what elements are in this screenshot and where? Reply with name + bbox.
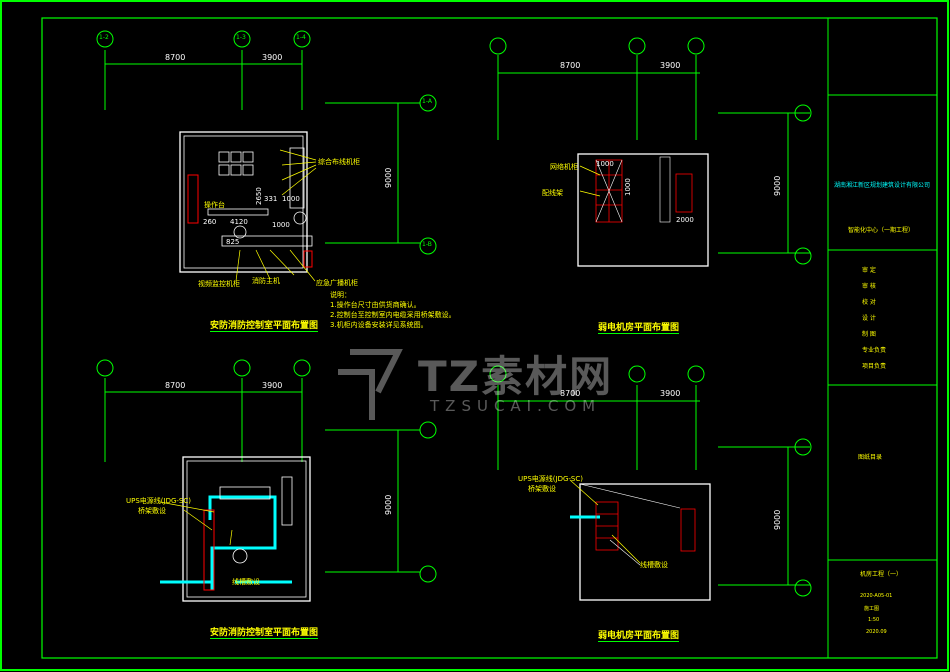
dim-tl-7: 1000 xyxy=(272,221,290,229)
title-top-left: 安防消防控制室平面布置图 xyxy=(210,318,319,332)
title-bottom-right: 弱电机房平面布置图 xyxy=(598,628,680,642)
dim-8700-tr: 8700 xyxy=(560,61,581,70)
dim-3900-tl: 3900 xyxy=(262,53,283,62)
notes-heading: 说明： xyxy=(330,291,351,299)
title-block-mark: 图纸目录 xyxy=(858,454,883,461)
title-block-row: 审 定 xyxy=(862,267,876,274)
title-bottom-left: 安防消防控制室平面布置图 xyxy=(210,625,319,639)
leader-lines-tr xyxy=(579,165,601,197)
dim-tl-4: 331 xyxy=(264,195,278,203)
title-block-date: 2020.09 xyxy=(866,629,887,635)
callout-tl-a: 综合布线机柜 xyxy=(318,158,360,166)
rack-grid-tr xyxy=(595,159,693,223)
title-block-row: 审 核 xyxy=(862,283,876,290)
dim-tr-3: 2000 xyxy=(676,216,694,224)
red-tray-bl xyxy=(203,509,215,591)
callout-br-a: UPS电源线(JDG-SC) xyxy=(518,475,583,483)
dim-9000-br: 9000 xyxy=(773,509,782,530)
dim-tl-3: 2650 xyxy=(255,187,263,205)
note-line: 1.操作台尺寸由供货商确认。 xyxy=(330,301,421,309)
title-block-row: 项目负责 xyxy=(862,363,887,370)
plan-top-right xyxy=(489,37,812,265)
title-block-row: 制 图 xyxy=(862,331,876,338)
dim-8700-bl: 8700 xyxy=(165,381,186,390)
dim-8700-br: 8700 xyxy=(560,389,581,398)
title-block-rows: 审 定 审 核 校 对 设 计 制 图 专业负责 项目负责 xyxy=(862,265,886,377)
callout-tl-c: 消防主机 xyxy=(252,277,280,285)
callout-tr-b: 配线架 xyxy=(542,189,563,197)
axis-bubble-label: 1-A xyxy=(422,98,432,105)
callout-bl-c: 线槽敷设 xyxy=(232,578,260,586)
callout-tl-d: 应急广播机柜 xyxy=(316,279,358,287)
title-block-company: 湖南湘江新区规划建筑设计有限公司 xyxy=(834,182,931,189)
room-bottom-left xyxy=(182,456,311,602)
dim-9000-tr: 9000 xyxy=(773,175,782,196)
dim-9000-tl: 9000 xyxy=(384,167,393,188)
watermark-brand: TZ素材网 xyxy=(418,352,614,401)
cable-tray-bl xyxy=(160,495,292,590)
title-block-row: 专业负责 xyxy=(862,347,887,354)
room-top-left xyxy=(179,131,308,273)
note-line: 3.机柜内设备安装详见系统图。 xyxy=(330,321,428,329)
callout-tl-b: 视频监控机柜 xyxy=(198,280,240,288)
axis-bubble-label: 1-2 xyxy=(99,34,109,41)
room-top-right xyxy=(577,153,709,267)
dim-tr-1: 1000 xyxy=(596,160,614,168)
title-block-sheet-name: 机房工程（一） xyxy=(860,571,903,578)
callout-bl-a: UPS电源线(JDG-SC) xyxy=(126,497,191,505)
equipment-top-left xyxy=(207,147,313,247)
callout-tl-e: 操作台 xyxy=(204,201,225,209)
callout-tr-a: 网络机柜 xyxy=(550,163,578,171)
watermark-logo xyxy=(338,349,403,420)
title-block-project: 智能化中心（一期工程） xyxy=(848,227,915,234)
title-block-scale: 1:50 xyxy=(868,617,880,623)
dim-tl-6: 825 xyxy=(226,238,240,246)
title-block-row: 设 计 xyxy=(862,315,876,322)
plan-bottom-right xyxy=(489,365,812,597)
note-line: 2.控制台至控制室内电缆采用桥架敷设。 xyxy=(330,311,456,319)
room-bottom-right xyxy=(579,483,711,601)
title-block-drawing-no: 2020-A05-01 xyxy=(860,593,893,599)
callout-br-c: 线槽敷设 xyxy=(640,561,668,569)
axis-bubble-label: 1-4 xyxy=(296,34,306,41)
dim-3900-br: 3900 xyxy=(660,389,681,398)
watermark-url: TZSUCAI.COM xyxy=(430,397,602,415)
dim-tl-1: 4120 xyxy=(230,218,248,226)
red-cabinet-tl xyxy=(187,174,199,224)
title-top-right: 弱电机房平面布置图 xyxy=(598,320,680,334)
dim-tr-2: 1000 xyxy=(624,178,632,196)
dim-8700-tl: 8700 xyxy=(165,53,186,62)
callout-br-b: 桥架敷设 xyxy=(528,485,556,493)
leader-lines-tl xyxy=(235,149,317,282)
plan-top-left xyxy=(96,30,437,255)
inner-border xyxy=(41,17,938,659)
dim-tl-2: 260 xyxy=(203,218,217,226)
axis-bubble-label: 1-3 xyxy=(236,34,246,41)
title-block-stage: 施工图 xyxy=(864,606,880,612)
dim-tl-5: 1000 xyxy=(282,195,300,203)
dim-3900-tr: 3900 xyxy=(660,61,681,70)
plan-bottom-left xyxy=(96,359,437,583)
title-block-row: 校 对 xyxy=(862,299,876,306)
dim-3900-bl: 3900 xyxy=(262,381,283,390)
axis-bubble-label: 1-B xyxy=(422,241,432,248)
dim-9000-bl: 9000 xyxy=(384,494,393,515)
callout-bl-b: 桥架敷设 xyxy=(138,507,166,515)
